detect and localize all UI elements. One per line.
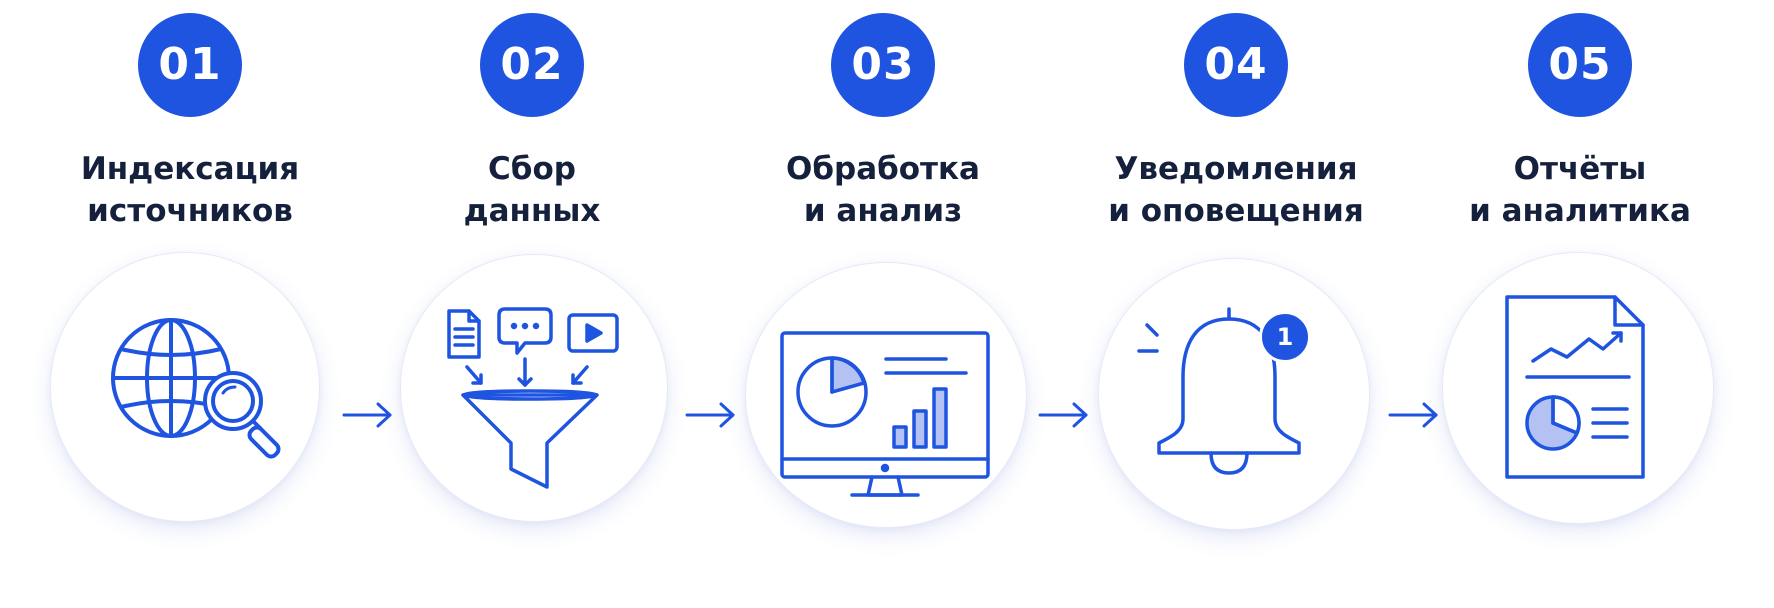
step-title-line-1: Отчёты: [1513, 151, 1647, 187]
step-icon-disc: 1: [1098, 258, 1370, 530]
step-number-badge: 05: [1528, 13, 1632, 117]
step-title-line-2: данных: [463, 193, 601, 229]
bell-notification-icon: [1137, 307, 1301, 475]
report-document-icon: [1505, 295, 1645, 479]
step-title: Сбор данных: [362, 148, 702, 232]
arrow-right-icon: [1386, 398, 1442, 432]
step-number-badge: 03: [831, 13, 935, 117]
step-title: Отчёты и аналитика: [1410, 148, 1750, 232]
arrow-right-icon: [683, 398, 739, 432]
step-title-line-2: и оповещения: [1108, 193, 1364, 229]
funnel-collect-icon: [447, 307, 619, 489]
step-title: Индексация источников: [20, 148, 360, 232]
step-3: 03 Обработка и анализ: [713, 0, 1053, 608]
step-number-badge: 02: [480, 13, 584, 117]
step-icon-disc: [1442, 252, 1714, 524]
step-number-badge: 01: [138, 13, 242, 117]
step-title-line-2: и аналитика: [1469, 193, 1691, 229]
step-title-line-2: источников: [87, 193, 293, 229]
step-2: 02 Сбор данных: [362, 0, 702, 608]
step-4: 04 Уведомления и оповещения 1: [1066, 0, 1406, 608]
step-5: 05 Отчёты и аналитика: [1410, 0, 1750, 608]
step-title: Уведомления и оповещения: [1066, 148, 1406, 232]
step-title-line-1: Сбор: [488, 151, 576, 187]
arrow-right-icon: [340, 398, 396, 432]
step-number-badge: 04: [1184, 13, 1288, 117]
step-title-line-2: и анализ: [803, 193, 963, 229]
step-title-line-1: Уведомления: [1114, 151, 1358, 187]
monitor-analytics-icon: [780, 331, 990, 497]
step-title-line-1: Обработка: [786, 151, 980, 187]
step-title-line-1: Индексация: [80, 151, 300, 187]
arrow-right-icon: [1036, 398, 1092, 432]
step-1: 01 Индексация источников: [20, 0, 360, 608]
step-icon-disc: [745, 262, 1027, 528]
step-title: Обработка и анализ: [713, 148, 1053, 232]
globe-search-icon: [111, 318, 281, 459]
step-icon-disc: [400, 254, 668, 522]
notification-count-badge: 1: [1259, 311, 1311, 363]
step-icon-disc: [50, 252, 320, 522]
